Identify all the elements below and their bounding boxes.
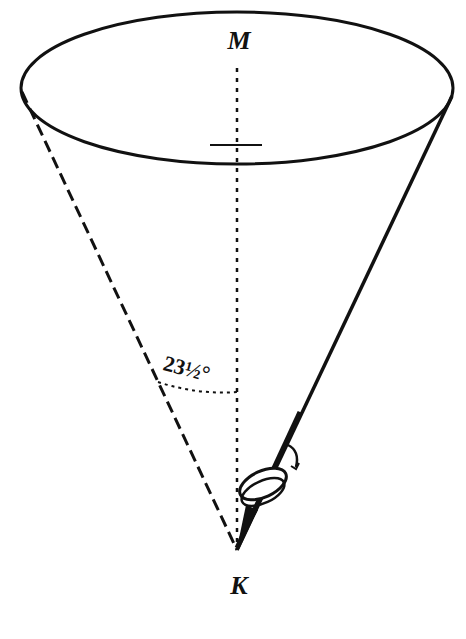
point-label: M bbox=[225, 27, 252, 55]
cone-axis bbox=[236, 68, 239, 546]
point-label: K bbox=[228, 572, 249, 600]
cone-left-edge bbox=[22, 92, 237, 550]
angle-label: 23½° bbox=[159, 351, 215, 387]
centre-tick bbox=[210, 144, 262, 146]
spinning-top bbox=[235, 412, 300, 548]
